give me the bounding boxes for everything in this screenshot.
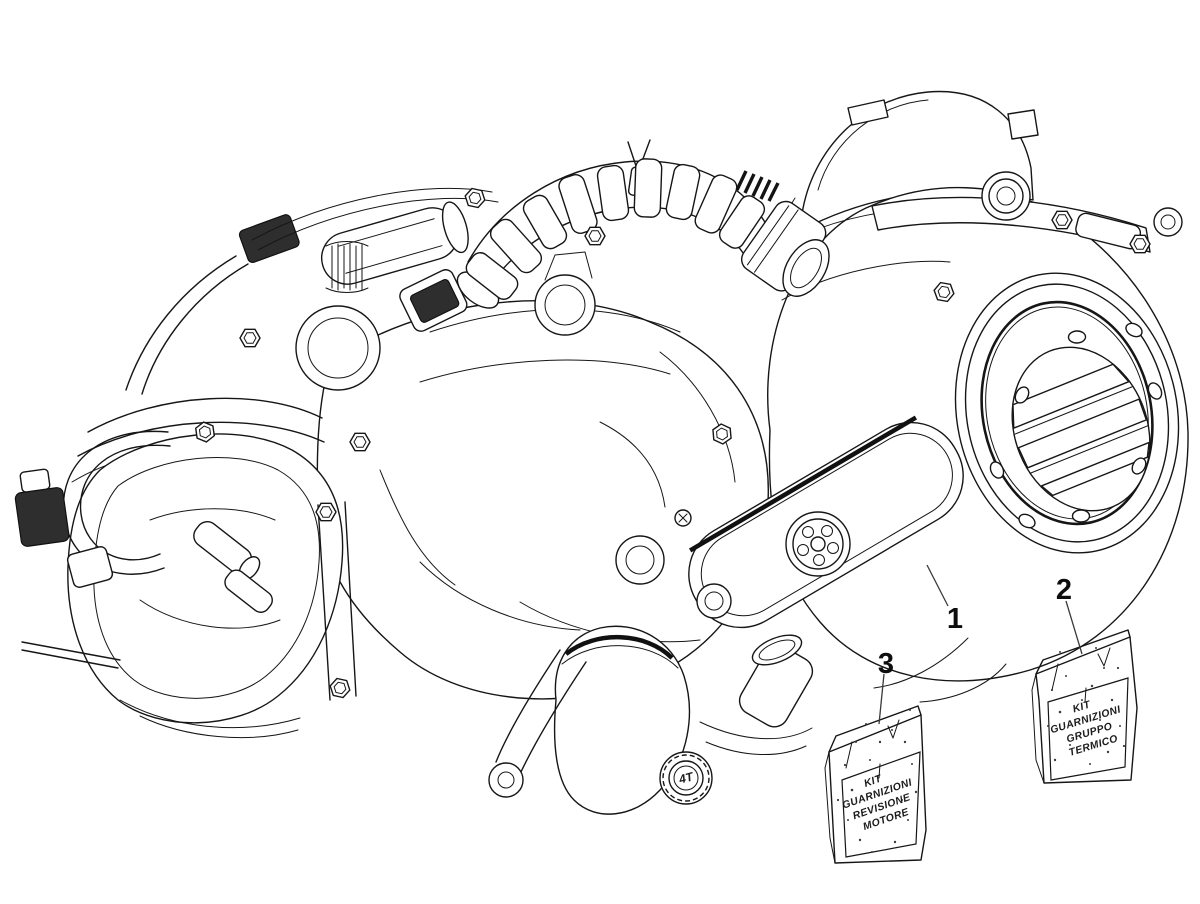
- mount-bracket-arm: [871, 171, 1183, 254]
- leader-line-1: [926, 564, 949, 607]
- connector-block: [238, 214, 300, 263]
- breather-hoses: [14, 255, 249, 669]
- bag-speckles: [1047, 647, 1126, 765]
- engine-bottom: 4T: [488, 625, 814, 815]
- gasket-kit-bag-thermal: KIT GUARNIZIONI GRUPPO TERMICO: [1031, 629, 1138, 784]
- throttle-cable: [251, 187, 493, 241]
- callout-number-1: 1: [947, 603, 963, 635]
- belt-cover-band: [674, 415, 964, 629]
- case-lower-right: [873, 637, 1007, 703]
- electrical-connector: [14, 468, 70, 547]
- engine-badge-4t: 4T: [676, 769, 696, 787]
- gasket-kit-bag-overhaul: KIT GUARNIZIONI REVISIONE MOTORE: [824, 705, 927, 864]
- pulley-hub: [785, 511, 851, 577]
- valve-cover: [67, 433, 357, 739]
- leader-line-2: [1065, 600, 1083, 655]
- cover-vents: [1012, 363, 1150, 497]
- intake-duct: [456, 158, 830, 309]
- bag-label-line: KIT: [1072, 699, 1094, 715]
- carburetor-body: [295, 305, 381, 391]
- hose-clamp: [735, 170, 780, 202]
- callout-number-3: 3: [878, 648, 894, 680]
- oil-cap-4t: 4T: [659, 751, 713, 805]
- callout-number-2: 2: [1056, 574, 1072, 606]
- sensor-connector: [399, 269, 468, 332]
- callouts: 1 2 3: [878, 564, 1083, 725]
- crankcase-center: [316, 300, 769, 700]
- bag-speckles: [836, 709, 918, 853]
- leader-line-3: [878, 673, 885, 725]
- transmission-cover: [954, 272, 1180, 554]
